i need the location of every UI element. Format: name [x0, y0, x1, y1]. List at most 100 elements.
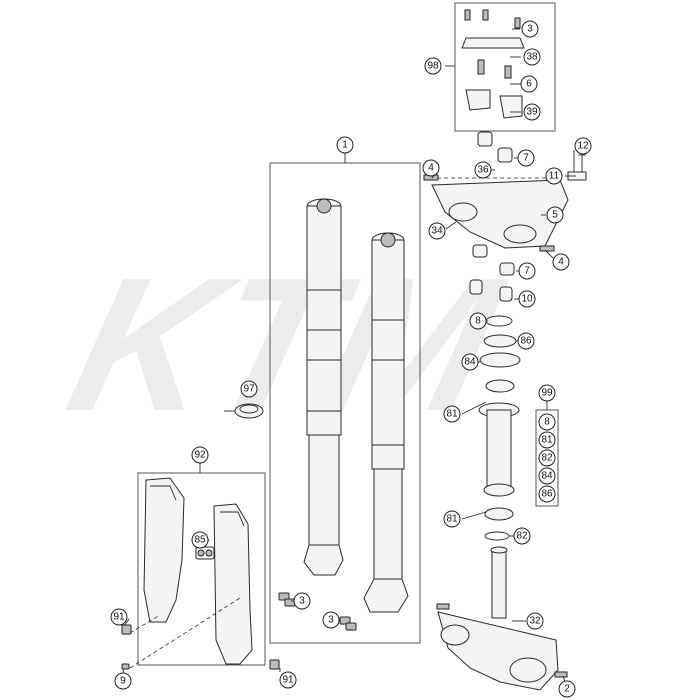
- svg-text:39: 39: [526, 107, 538, 118]
- callout-82: 82: [513, 527, 531, 545]
- svg-text:85: 85: [194, 535, 206, 546]
- bolt-set-3a: [278, 592, 296, 607]
- svg-text:12: 12: [577, 141, 589, 152]
- svg-text:9: 9: [120, 676, 126, 687]
- callout-3c: 3: [322, 611, 340, 629]
- bolt-set-3b: [339, 616, 357, 631]
- callout-9: 9: [114, 672, 132, 690]
- svg-text:86: 86: [541, 489, 553, 500]
- svg-text:81: 81: [446, 514, 458, 525]
- kit-item: 82: [538, 449, 556, 467]
- lower-triple-clamp: [436, 546, 568, 691]
- callout-34: 34: [428, 222, 446, 240]
- callout-98: 98: [424, 57, 442, 75]
- callout-6: 6: [520, 75, 538, 93]
- callout-7b: 7: [518, 262, 536, 280]
- svg-text:82: 82: [541, 453, 553, 464]
- svg-text:34: 34: [431, 226, 443, 237]
- bolt-91-upper: [121, 624, 132, 635]
- callout-84: 84: [461, 353, 479, 371]
- clamp-85: [195, 546, 215, 560]
- svg-text:8: 8: [475, 316, 481, 327]
- svg-text:81: 81: [446, 409, 458, 420]
- bushing-right-upper: [499, 262, 515, 276]
- svg-text:84: 84: [541, 471, 553, 482]
- svg-text:3: 3: [299, 596, 305, 607]
- fork-protector-right: [213, 503, 253, 665]
- group-box-98: [454, 2, 556, 132]
- svg-text:98: 98: [427, 61, 439, 72]
- svg-text:36: 36: [477, 165, 489, 176]
- callout-39: 39: [523, 103, 541, 121]
- svg-text:3: 3: [328, 615, 334, 626]
- kit-item: 86: [538, 485, 556, 503]
- callout-97: 97: [240, 380, 258, 398]
- svg-text:4: 4: [558, 257, 564, 268]
- callout-99: 99: [538, 384, 556, 402]
- callout-11: 11: [545, 167, 563, 185]
- callout-32: 32: [526, 612, 544, 630]
- svg-text:7: 7: [523, 153, 529, 164]
- ktm-watermark: KTM: [52, 238, 521, 451]
- bearing-lower: [484, 507, 514, 521]
- seal-82: [484, 531, 510, 541]
- upper-triple-clamp: [423, 131, 587, 252]
- svg-text:32: 32: [529, 616, 541, 627]
- svg-text:91: 91: [113, 612, 125, 623]
- svg-text:7: 7: [524, 266, 530, 277]
- callout-8: 8: [469, 312, 487, 330]
- handlebar-clamp-set-98: [461, 9, 525, 119]
- bearing-upper: [485, 379, 515, 393]
- bushing-right-lower: [499, 286, 513, 302]
- svg-text:11: 11: [549, 171, 560, 182]
- svg-text:6: 6: [526, 79, 532, 90]
- svg-text:99: 99: [541, 388, 553, 399]
- svg-text:91: 91: [282, 675, 294, 686]
- dust-cover-84: [479, 352, 521, 368]
- callout-36: 36: [474, 161, 492, 179]
- callout-81a: 81: [443, 405, 461, 423]
- bolt-9: [121, 663, 130, 670]
- kit-99-list: 8 81 82 84 86: [538, 413, 556, 503]
- svg-text:97: 97: [243, 384, 255, 395]
- callout-2: 2: [558, 680, 576, 698]
- callout-91a: 91: [110, 608, 128, 626]
- steering-tube: [478, 402, 520, 497]
- kit-item: 8: [538, 413, 556, 431]
- fork-protector-left: [143, 477, 185, 623]
- callout-5: 5: [546, 206, 564, 224]
- callout-10: 10: [518, 290, 536, 308]
- bolt-91-lower: [269, 659, 280, 670]
- callout-85: 85: [191, 531, 209, 549]
- bushing-left-lower: [469, 279, 483, 295]
- callout-4b: 4: [552, 253, 570, 271]
- svg-text:82: 82: [516, 531, 528, 542]
- callout-7a: 7: [517, 149, 535, 167]
- group-box-92: [137, 472, 266, 666]
- svg-text:3: 3: [527, 24, 533, 35]
- svg-text:86: 86: [520, 336, 532, 347]
- callout-81b: 81: [443, 510, 461, 528]
- svg-text:5: 5: [552, 210, 558, 221]
- ring-nut-97: [234, 403, 264, 419]
- callout-86: 86: [517, 332, 535, 350]
- callout-4a: 4: [422, 159, 440, 177]
- fork-leg-right: [363, 232, 409, 613]
- callout-38: 38: [523, 48, 541, 66]
- callout-91b: 91: [279, 671, 297, 689]
- svg-text:8: 8: [544, 417, 550, 428]
- kit-item: 81: [538, 431, 556, 449]
- kit-item: 84: [538, 467, 556, 485]
- callout-3b: 3: [293, 592, 311, 610]
- svg-text:1: 1: [342, 140, 348, 151]
- svg-text:4: 4: [428, 163, 434, 174]
- svg-text:2: 2: [564, 684, 570, 695]
- svg-text:38: 38: [526, 52, 538, 63]
- svg-text:92: 92: [194, 450, 206, 461]
- bushing-left-upper: [472, 244, 488, 258]
- svg-text:81: 81: [541, 435, 553, 446]
- svg-text:10: 10: [521, 294, 533, 305]
- fork-leg-left: [303, 198, 344, 576]
- seal-86-top: [483, 334, 517, 348]
